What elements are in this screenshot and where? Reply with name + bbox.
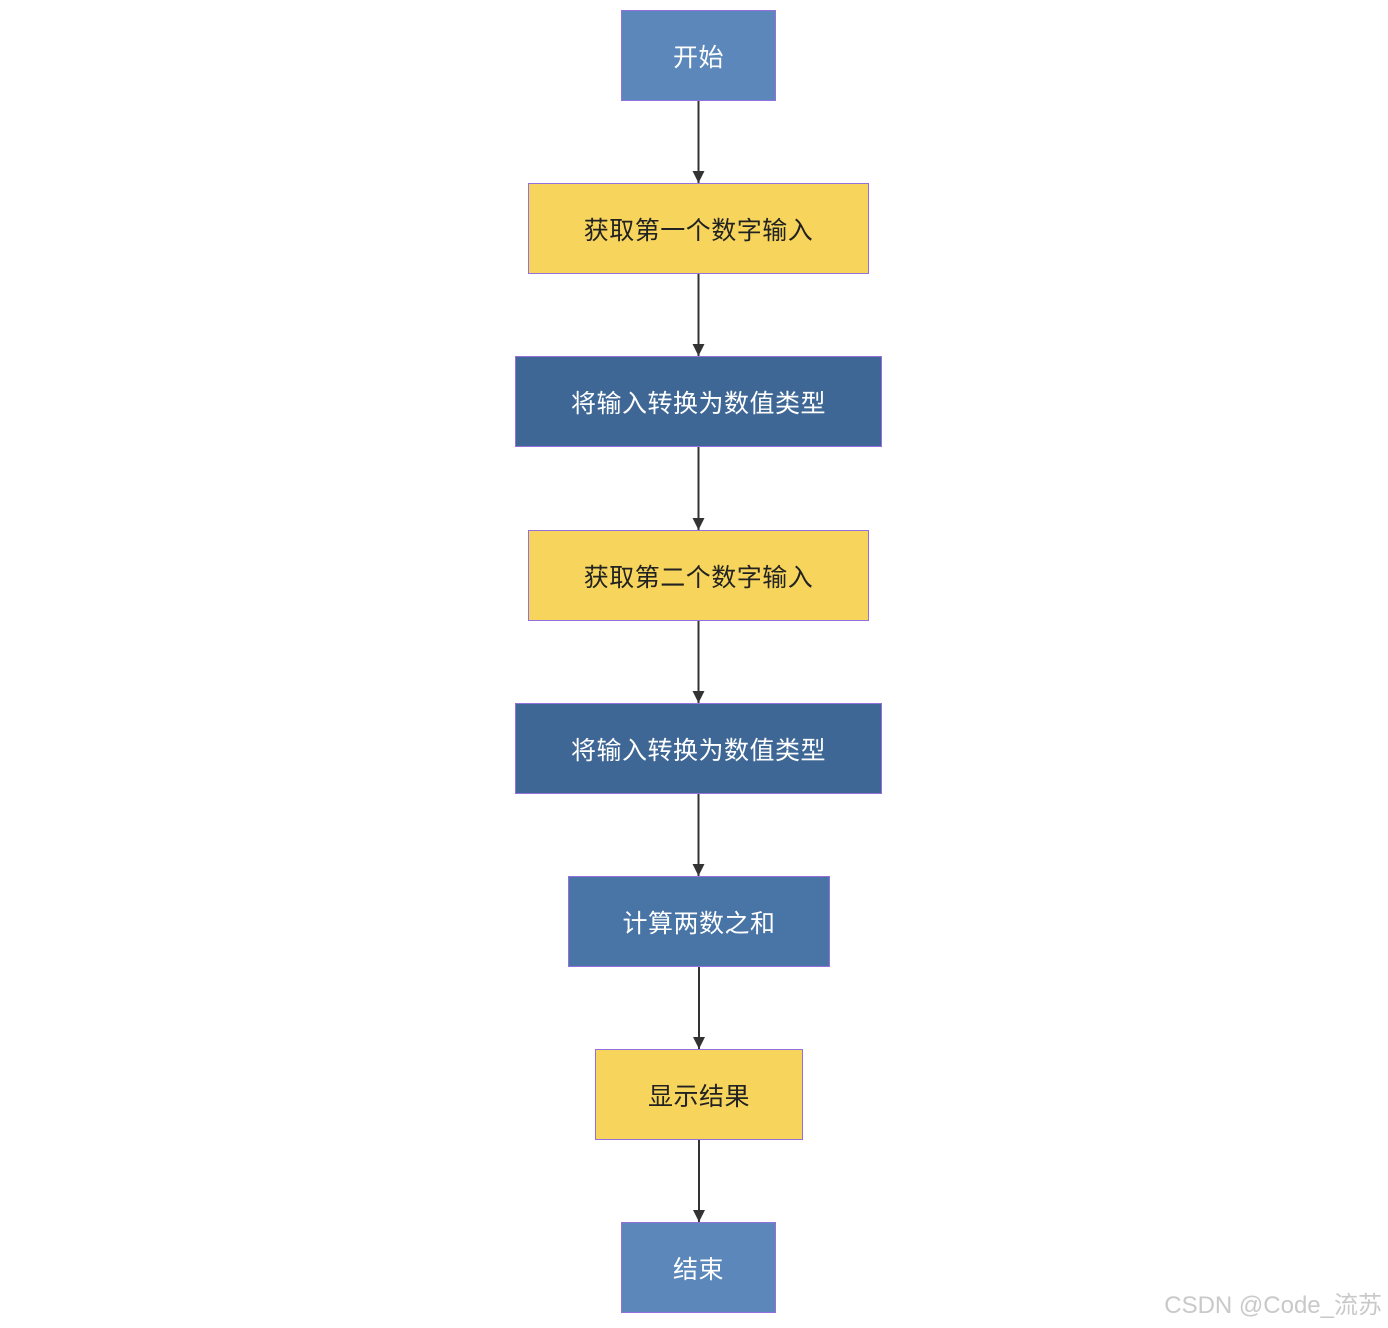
end-node: 结束: [621, 1222, 776, 1313]
node-label: 显示结果: [647, 1081, 750, 1111]
get-second-number-node: 获取第二个数字输入: [528, 530, 869, 621]
start-node: 开始: [621, 10, 776, 101]
compute-sum-node: 计算两数之和: [568, 876, 830, 967]
watermark: CSDN @Code_流苏: [1164, 1292, 1382, 1319]
display-result-node: 显示结果: [595, 1049, 803, 1140]
node-label: 获取第二个数字输入: [583, 562, 814, 592]
node-label: 获取第一个数字输入: [583, 215, 814, 245]
get-first-number-node: 获取第一个数字输入: [528, 183, 869, 274]
node-label: 开始: [672, 42, 724, 72]
node-label: 将输入转换为数值类型: [570, 735, 826, 765]
convert-input-node-2: 将输入转换为数值类型: [515, 703, 882, 794]
node-label: 将输入转换为数值类型: [570, 388, 826, 418]
node-label: 计算两数之和: [622, 908, 776, 938]
node-label: 结束: [672, 1254, 724, 1284]
convert-input-node-1: 将输入转换为数值类型: [515, 356, 882, 447]
